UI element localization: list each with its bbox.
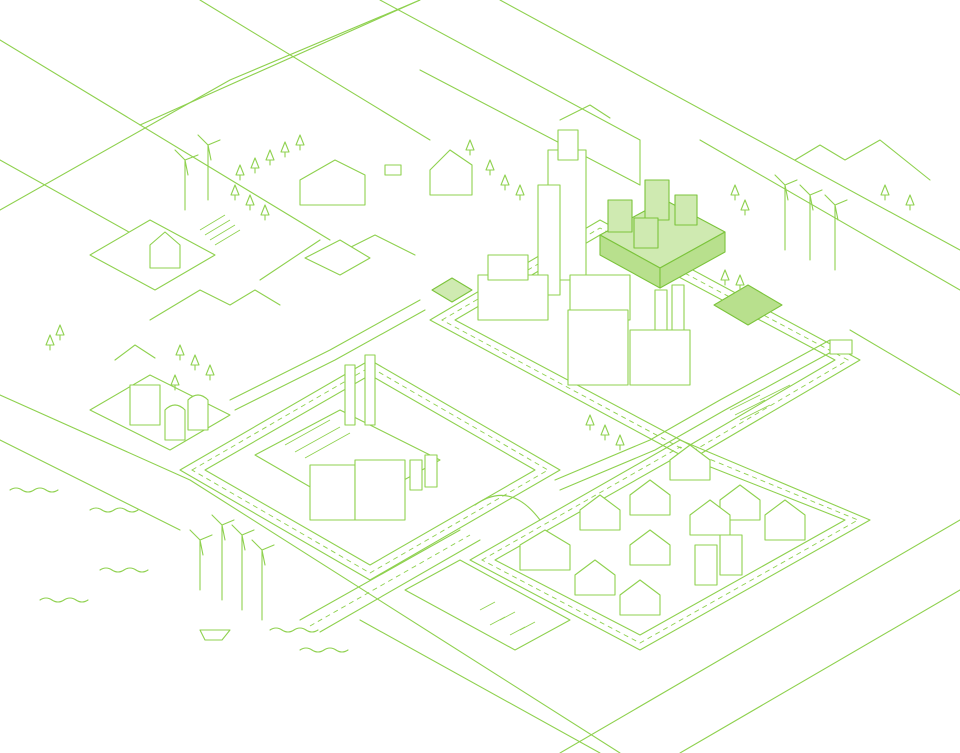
downtown-buildings	[477, 129, 691, 386]
tree	[45, 334, 55, 351]
water-waves	[9, 487, 349, 653]
tree	[280, 141, 290, 158]
tree	[465, 139, 475, 156]
tree	[740, 199, 750, 216]
tree	[500, 174, 510, 191]
tree	[730, 184, 740, 201]
tree	[295, 134, 305, 151]
tree	[585, 414, 595, 431]
tree	[250, 157, 260, 174]
hills	[114, 104, 931, 361]
tree	[205, 364, 215, 381]
parking-lot	[404, 559, 571, 651]
tree	[600, 424, 610, 441]
tree	[190, 354, 200, 371]
tree	[485, 159, 495, 176]
tree	[735, 274, 745, 291]
power-plant	[89, 374, 231, 451]
tree	[235, 164, 245, 181]
pipeline-bridge	[229, 299, 836, 521]
farm-buildings	[89, 149, 473, 291]
tree	[265, 149, 275, 166]
roads	[179, 219, 871, 651]
tree	[245, 194, 255, 211]
wind-turbines	[174, 134, 848, 621]
trees	[45, 134, 915, 451]
tree	[615, 434, 625, 451]
residential-houses	[519, 444, 806, 616]
tree	[170, 374, 180, 391]
tree	[515, 184, 525, 201]
highlighted-downtown-block	[599, 179, 726, 289]
highlighted-greenhouse	[431, 277, 783, 326]
factory-complex	[254, 354, 441, 521]
tree	[230, 184, 240, 201]
tree	[55, 324, 65, 341]
tree	[720, 269, 730, 286]
tree	[880, 184, 890, 201]
vehicles	[199, 164, 853, 641]
solar-panels	[199, 214, 791, 421]
tree	[260, 204, 270, 221]
tree	[175, 344, 185, 361]
tree	[905, 194, 915, 211]
